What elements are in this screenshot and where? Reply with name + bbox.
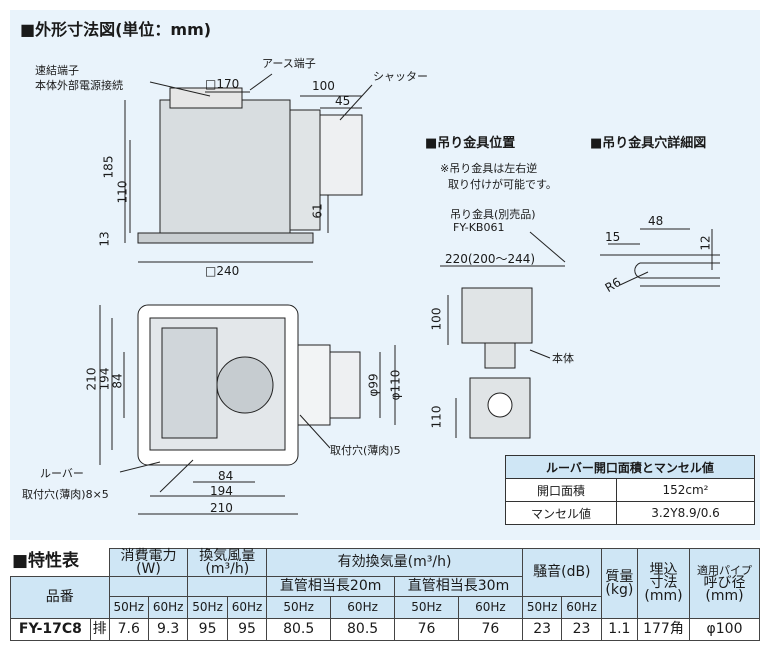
mass-header: 質量 (605, 568, 634, 585)
spec-value: 7.6 (108, 618, 149, 641)
hanger-model-label: FY-KB061 (453, 221, 505, 234)
spec-value: 23 (521, 618, 563, 641)
embed-header: 埋込 (649, 562, 678, 578)
spec-value: 95 (187, 618, 228, 641)
outline-heading: ■外形寸法図(単位：mm) (20, 20, 212, 39)
pipe-header: 適用パイプ (697, 564, 752, 577)
embed-unit: (mm) (644, 588, 683, 604)
dim-15: 15 (605, 230, 621, 244)
spec-table: 消費電力(W) 換気風量(m³/h) 有効換気量(m³/h) 騒音(dB) 質量… (10, 548, 760, 641)
spec-value: φ100 (689, 618, 760, 641)
pipe-unit: (mm) (705, 588, 744, 604)
opening-area-value: 152cm² (616, 478, 755, 502)
fan (216, 356, 274, 414)
munsell-label: マンセル値 (505, 501, 617, 525)
hz-50: 50Hz (108, 596, 149, 619)
mount-hole-5-label: 取付穴(薄肉)5 (330, 444, 401, 457)
hanger-product-label: 吊り金具(別売品) (450, 208, 536, 221)
model-header: 品番 (10, 576, 110, 619)
spec-value: 76 (394, 618, 459, 641)
hanger-position-heading: ■吊り金具位置 (425, 136, 516, 151)
munsell-value: 3.2Y8.9/0.6 (616, 501, 755, 525)
mode-exhaust: 排 (89, 618, 110, 641)
dim-110: 110 (115, 180, 130, 204)
dim-45: 45 (335, 94, 351, 108)
hz-50: 50Hz (394, 596, 459, 619)
spec-value: 80.5 (330, 618, 396, 641)
spec-value: 76 (457, 618, 523, 641)
dim-12: 12 (698, 235, 713, 251)
dim-48: 48 (648, 214, 664, 228)
power-header: 消費電力 (120, 547, 177, 564)
effective-20m-header: 直管相当長20m (266, 576, 396, 597)
dim-100-hanger: 100 (429, 307, 444, 331)
quick-terminal-label: 速結端子 (35, 64, 79, 77)
mount-hole-8x5-label: 取付穴(薄肉)8×5 (22, 488, 109, 501)
hz-60: 60Hz (457, 596, 523, 619)
hz-60: 60Hz (226, 596, 268, 619)
hanger-body (461, 287, 533, 344)
pipe-header-2: 呼び径 (703, 575, 746, 591)
flow-unit: (m³/h) (205, 560, 250, 577)
body-label: 本体 (552, 352, 574, 365)
dim-sq240: □240 (205, 264, 240, 278)
effective-30m-header: 直管相当長30m (394, 576, 523, 597)
flow-header: 換気風量 (199, 547, 256, 564)
dim-100: 100 (312, 79, 335, 93)
spec-value: 80.5 (266, 618, 332, 641)
side-body (159, 99, 291, 236)
terminal-box (169, 87, 243, 109)
opening-area-label: 開口面積 (505, 478, 617, 502)
power-connection-label: 本体外部電源接続 (35, 79, 123, 92)
hz-50: 50Hz (266, 596, 332, 619)
dim-210-vertical: 210 (84, 367, 99, 391)
dim-185: 185 (101, 155, 116, 179)
dim-194-vertical: 194 (97, 367, 112, 391)
flange (137, 232, 314, 244)
dim-phi110: φ110 (388, 369, 403, 401)
munsell-table: ルーバー開口面積とマンセル値 開口面積 152cm² マンセル値 3.2Y8.9… (505, 455, 755, 525)
munsell-title: ルーバー開口面積とマンセル値 (505, 455, 755, 479)
dim-phi99: φ99 (366, 373, 381, 397)
earth-terminal-label: アース端子 (262, 57, 316, 70)
hanger-hole-heading: ■吊り金具穴詳細図 (590, 136, 707, 151)
louver-label: ルーバー (40, 467, 84, 480)
drawing-panel (10, 10, 760, 540)
spec-value: 23 (561, 618, 602, 641)
dim-13: 13 (97, 231, 112, 247)
hz-50: 50Hz (187, 596, 228, 619)
dim-194-horizontal: 194 (210, 484, 233, 498)
mass-unit: (kg) (605, 581, 634, 598)
noise-header: 騒音(dB) (521, 548, 602, 597)
dim-110-hanger: 110 (429, 405, 444, 429)
model-number: FY-17C8 (10, 618, 91, 641)
hz-50: 50Hz (521, 596, 563, 619)
hanger-note-line2: 取り付けが可能です。 (448, 178, 557, 191)
duct-outlet (319, 114, 363, 196)
spec-value: 1.1 (600, 618, 638, 641)
dim-84-vertical: 84 (110, 373, 125, 389)
hanger-note-line1: ※吊り金具は左右逆 (440, 162, 538, 175)
spec-value: 95 (226, 618, 268, 641)
dim-220: 220(200～244) (445, 252, 536, 266)
hz-60: 60Hz (330, 596, 396, 619)
dim-61: 61 (310, 203, 325, 219)
dim-sq170: □170 (205, 77, 240, 91)
power-unit: (W) (136, 560, 161, 577)
effective-header: 有効換気量(m³/h) (266, 548, 523, 577)
spec-value: 177角 (636, 618, 691, 641)
embed-header-2: 寸法 (649, 575, 678, 591)
spec-value: 9.3 (147, 618, 189, 641)
dim-84-horizontal: 84 (218, 469, 234, 483)
shutter-label: シャッター (373, 70, 428, 83)
hz-60: 60Hz (147, 596, 189, 619)
spec-heading: ■特性表 (12, 546, 80, 571)
hz-60: 60Hz (561, 596, 602, 619)
louver (161, 327, 218, 439)
dim-210-horizontal: 210 (210, 501, 233, 515)
